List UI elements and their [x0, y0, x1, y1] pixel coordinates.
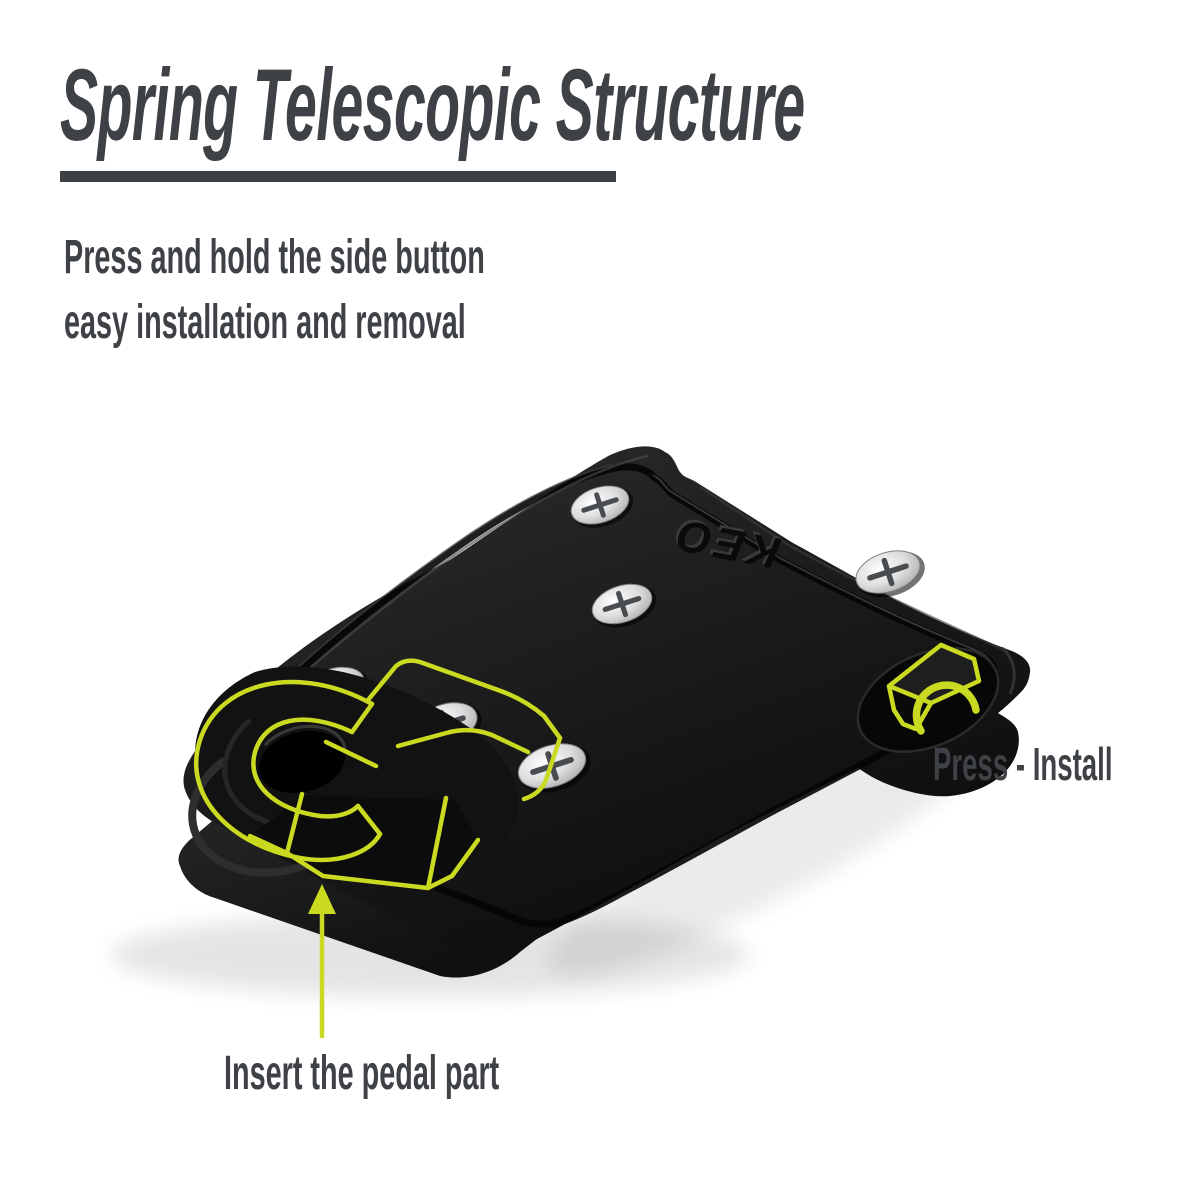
rear-jaw-outline	[521, 735, 563, 802]
description-line-2: easy installation and removal	[64, 296, 466, 349]
press-install-label: Press - Install	[933, 738, 1113, 790]
clamp-highlight	[193, 658, 563, 891]
side-button	[856, 642, 1000, 753]
hook-outline-outer	[193, 679, 383, 863]
hook-mouth-lines	[323, 701, 383, 837]
rotate-arc-icon	[912, 681, 980, 735]
insert-pedal-label: Insert the pedal part	[224, 1047, 500, 1100]
insert-arrow-icon	[308, 884, 336, 1038]
page-title: Spring Telescopic Structure	[60, 48, 805, 162]
slot-wall-lower	[395, 727, 531, 755]
hook-outline-inner	[251, 717, 361, 819]
description-line-1: Press and hold the side button	[64, 231, 485, 284]
screw	[855, 550, 925, 598]
wedge-outline	[247, 791, 481, 891]
button-highlight-front	[886, 683, 934, 732]
screw	[591, 583, 657, 628]
title-underline	[60, 171, 616, 182]
slot-wall-upper	[365, 658, 563, 741]
screw	[570, 485, 634, 528]
